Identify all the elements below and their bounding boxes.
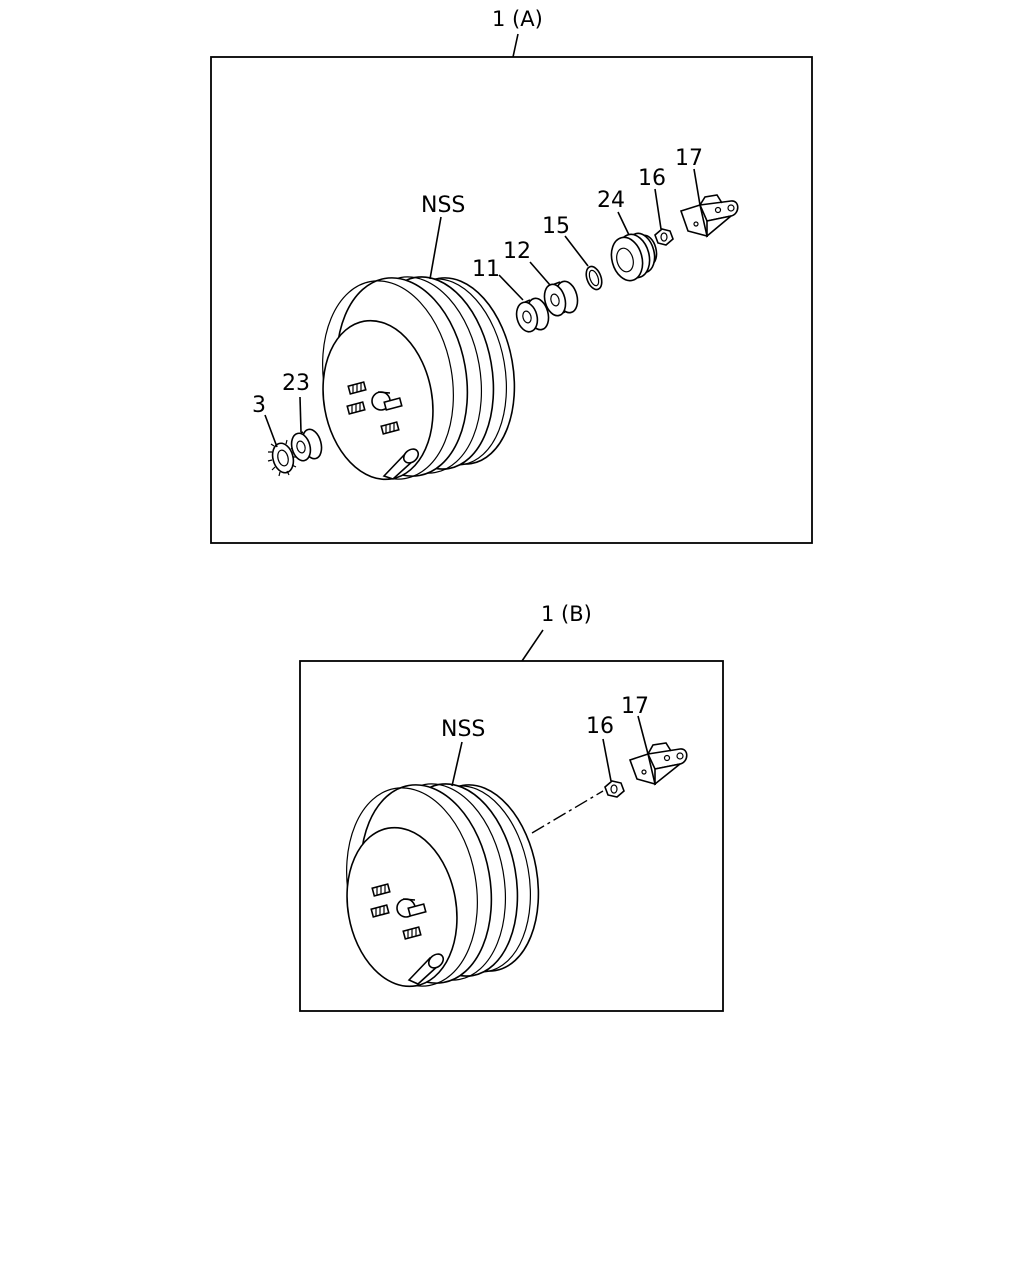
- label-3: 3: [252, 393, 266, 418]
- diagram-a-title: 1 (A): [492, 7, 543, 31]
- part-3-lock-washer: [267, 439, 297, 477]
- label-23: 23: [282, 371, 310, 396]
- leader-nss-a: [429, 216, 442, 280]
- part-23-seal: [290, 428, 323, 462]
- leader-16-a: [654, 188, 662, 230]
- part-17-clevis: [679, 194, 739, 238]
- booster-b-stud: [370, 904, 390, 918]
- leader-24: [617, 211, 630, 236]
- leader-3: [264, 414, 278, 448]
- part-24-boot: [610, 232, 658, 282]
- booster-b-stud: [402, 926, 422, 940]
- label-17-a: 17: [675, 146, 703, 171]
- diagram-b-frame: [299, 660, 724, 1012]
- diagram-b-title-leader: [521, 629, 544, 662]
- part-11-spacer: [515, 297, 550, 333]
- leader-17-a: [693, 168, 701, 206]
- diagram-b-title: 1 (B): [541, 602, 592, 626]
- label-12: 12: [503, 239, 531, 264]
- booster-b-vacuum-port: [407, 953, 445, 985]
- booster-b-stud: [407, 903, 427, 917]
- leader-15: [564, 235, 589, 267]
- booster-a-stud: [347, 381, 367, 395]
- booster-a: [322, 276, 516, 481]
- diagram-b: 1 (B): [299, 602, 724, 1012]
- part-12-spacer: [543, 280, 579, 317]
- part-17-clevis-b: [628, 742, 688, 786]
- label-24: 24: [597, 188, 625, 213]
- label-15: 15: [542, 214, 570, 239]
- part-16-nut-b: [604, 780, 625, 798]
- leader-23: [299, 396, 302, 433]
- leader-11: [498, 274, 524, 301]
- part-15-snap-ring: [585, 265, 603, 291]
- label-16-a: 16: [638, 166, 666, 191]
- booster-b-stud: [371, 883, 391, 897]
- label-nss-b: NSS: [441, 717, 485, 742]
- booster-a-stud: [383, 397, 403, 411]
- leader-17-b: [637, 715, 649, 755]
- centerline-b: [531, 790, 604, 834]
- booster-a-stud: [346, 401, 366, 415]
- booster-a-stud: [380, 421, 400, 435]
- booster-b: [346, 783, 540, 988]
- label-17-b: 17: [621, 694, 649, 719]
- part-16-nut: [654, 228, 674, 246]
- leader-16-b: [602, 738, 612, 782]
- label-11: 11: [472, 257, 500, 282]
- diagram-a-title-leader: [512, 33, 519, 58]
- leader-12: [529, 261, 551, 286]
- booster-a-vacuum-port: [382, 448, 420, 480]
- label-nss-a: NSS: [421, 193, 465, 218]
- diagram-a: 1 (A): [210, 7, 813, 544]
- diagram-a-frame: [210, 56, 813, 544]
- leader-nss-b: [451, 741, 463, 787]
- label-16-b: 16: [586, 714, 614, 739]
